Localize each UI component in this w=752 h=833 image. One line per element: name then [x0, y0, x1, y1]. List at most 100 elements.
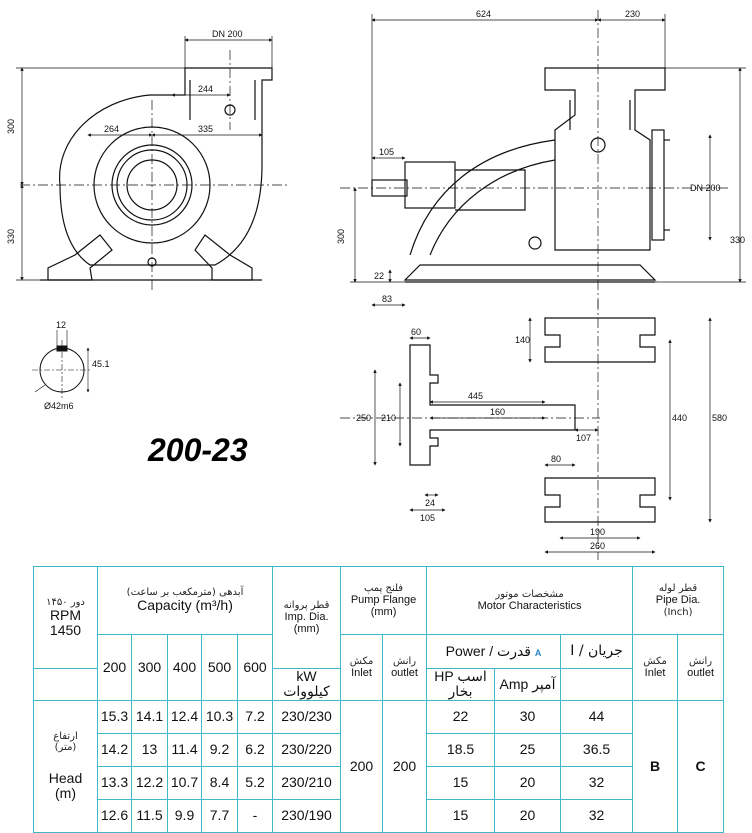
dim-base-140: 140: [515, 335, 530, 345]
motor-fa: مشخصات موتور: [495, 588, 564, 600]
dim-front-335: 335: [198, 124, 213, 134]
head-r2-c2: 13: [131, 732, 168, 767]
impeller-fa: قطر پروانه: [283, 599, 330, 611]
head-r4-c3: 9.9: [167, 798, 202, 833]
dim-side-105: 105: [379, 147, 394, 157]
spec-table: دور ۱۴۵۰ RPM 1450 آبدهی (مترمکعب بر ساعت…: [33, 566, 725, 833]
imp-r3: 230/210: [272, 765, 342, 800]
dim-base-24: 24: [425, 498, 435, 508]
capacity-value-3: 400: [167, 634, 202, 701]
model-title: 200-23: [148, 432, 248, 468]
imp-r2: 230/220: [272, 732, 342, 767]
pipe-inlet-en: Inlet: [644, 666, 666, 679]
dim-front-300: 300: [6, 119, 16, 134]
head-r3-c5: 5.2: [236, 765, 274, 800]
dim-side-330: 330: [730, 235, 745, 245]
capacity-value-5: 600: [236, 634, 274, 701]
head-r4-c2: 11.5: [131, 798, 168, 833]
capacity-en: Capacity (m³/h): [137, 597, 233, 614]
dim-side-300: 300: [336, 229, 346, 244]
pipe-en: Pipe Dia.: [655, 594, 701, 607]
head-fa: ارتفاع: [53, 730, 78, 742]
dim-front-330: 330: [6, 229, 16, 244]
hp-r3: 20: [494, 765, 562, 800]
dim-side-624: 624: [476, 9, 491, 19]
head-r3-c2: 12.2: [131, 765, 168, 800]
side-view-dims: [340, 10, 746, 310]
head-r1-c3: 12.4: [167, 699, 202, 734]
dim-base-250: 250: [356, 413, 371, 423]
head-fa-unit: (متر): [54, 741, 77, 753]
capacity-fa: آبدهی (مترمکعب بر ساعت): [126, 587, 244, 599]
dim-front-264: 264: [104, 124, 119, 134]
head-r1-c5: 7.2: [236, 699, 274, 734]
capacity-value-1: 200: [97, 634, 132, 701]
power-marker: A: [534, 647, 542, 658]
dim-key-height: 45.1: [92, 359, 110, 369]
head-en: Head: [48, 769, 83, 786]
pipe-outlet-header: رانش outlet: [677, 634, 725, 701]
dim-side-dn: DN 200: [690, 183, 721, 193]
pipe-outlet-fa: رانش: [688, 655, 713, 667]
capacity-header: آبدهی (مترمکعب بر ساعت) Capacity (m³/h): [96, 566, 274, 635]
dim-base-440: 440: [672, 413, 687, 423]
motor-amp-header: Amp آمپر: [494, 668, 562, 701]
head-unit: (m): [55, 785, 76, 802]
rpm-header: دور ۱۴۵۰ RPM 1450: [33, 566, 98, 669]
dim-base-210: 210: [381, 413, 396, 423]
head-r4-c1: 12.6: [97, 798, 132, 833]
pipe-fa: قطر لوله: [658, 583, 698, 595]
pipe-unit: (Inch): [663, 606, 693, 618]
flange-outlet-value: 200: [382, 699, 428, 833]
flange-inlet-value: 200: [340, 699, 384, 833]
dim-key-width: 12: [56, 320, 66, 330]
dim-base-105: 105: [420, 513, 435, 523]
head-r3-c3: 10.7: [167, 765, 202, 800]
motor-power-header: Power / قدرت A: [426, 634, 562, 669]
impeller-header: قطر پروانه Imp. Dia. (mm): [272, 566, 342, 669]
flange-header: فلنج پمپ Pump Flange (mm): [340, 566, 428, 635]
flange-inlet-en: Inlet: [351, 666, 372, 679]
rpm-label: RPM: [49, 606, 82, 623]
pipe-header: قطر لوله Pipe Dia. (Inch): [632, 566, 725, 635]
flange-outlet-header: رانش outlet: [382, 634, 428, 701]
amp-r4: 32: [560, 798, 634, 833]
dim-base-580: 580: [712, 413, 727, 423]
dim-base-160: 160: [490, 407, 505, 417]
head-r2-c4: 9.2: [201, 732, 238, 767]
head-r1-c1: 15.3: [97, 699, 132, 734]
dim-base-107: 107: [576, 433, 591, 443]
front-view: [40, 67, 273, 281]
dim-front-244: 244: [198, 84, 213, 94]
capacity-value-2: 300: [131, 634, 168, 701]
head-r3-c4: 8.4: [201, 765, 238, 800]
head-r1-c4: 10.3: [201, 699, 238, 734]
dim-base-260: 260: [590, 541, 605, 551]
head-r2-c5: 6.2: [236, 732, 274, 767]
flange-fa: فلنج پمپ: [363, 582, 404, 594]
rpm-fa: دور ۱۴۵۰: [46, 596, 85, 608]
kw-r2: 18.5: [426, 732, 496, 767]
dim-base-190: 190: [590, 527, 605, 537]
amp-r2: 36.5: [560, 732, 634, 767]
motor-kw-header: kW کیلووات: [272, 668, 342, 701]
head-spacer: [33, 668, 98, 701]
flange-inlet-header: مکش Inlet: [340, 634, 384, 701]
head-r4-c4: 7.7: [201, 798, 238, 833]
dim-base-60: 60: [411, 327, 421, 337]
head-r2-c1: 14.2: [97, 732, 132, 767]
dim-side-22: 22: [374, 271, 384, 281]
motor-header: مشخصات موتور Motor Characteristics: [426, 566, 634, 635]
flange-unit: (mm): [370, 606, 397, 618]
head-r1-c2: 14.1: [131, 699, 168, 734]
kw-r3: 15: [426, 765, 496, 800]
base-plan: [409, 317, 656, 523]
dim-base-80: 80: [551, 454, 561, 464]
head-header: ارتفاع (متر) Head (m): [33, 699, 98, 833]
pipe-outlet-value: C: [677, 699, 725, 833]
base-plan-dims: [340, 300, 712, 560]
flange-outlet-fa: رانش: [392, 655, 417, 667]
motor-current-header: جریان / I: [560, 634, 634, 669]
impeller-en: Imp. Dia.: [284, 610, 329, 623]
dim-front-dn: DN 200: [212, 29, 243, 39]
